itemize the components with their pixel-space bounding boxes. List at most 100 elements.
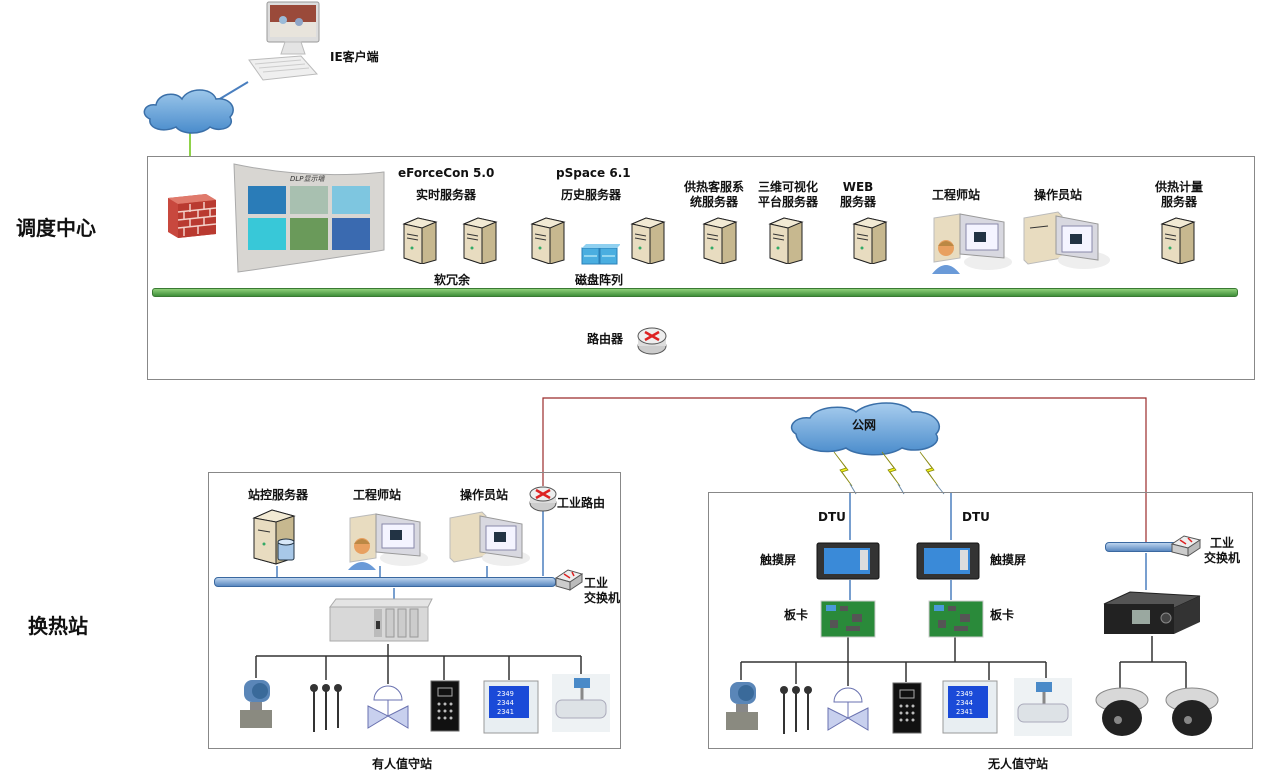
controller-panel bbox=[430, 680, 460, 736]
svg-text:2341: 2341 bbox=[956, 708, 973, 716]
server-tower-icon bbox=[852, 217, 888, 265]
industrial-switch[interactable] bbox=[554, 568, 584, 596]
dome-camera-icon bbox=[1095, 687, 1149, 736]
valve-icon bbox=[367, 685, 409, 729]
control-valve bbox=[826, 686, 870, 736]
label-line: 统服务器 bbox=[690, 195, 739, 209]
label-line: 平台服务器 bbox=[758, 195, 819, 209]
viz-3d-server[interactable] bbox=[766, 216, 806, 268]
switch-icon bbox=[1170, 535, 1202, 557]
operator-station[interactable] bbox=[1022, 208, 1112, 276]
metering-server-label: 供热计量服务器 bbox=[1155, 180, 1203, 210]
disk-array bbox=[580, 244, 621, 270]
hmi-touchscreen-icon bbox=[816, 542, 880, 580]
station-control-server[interactable] bbox=[250, 508, 300, 570]
ie-client-computer bbox=[245, 0, 327, 90]
label-line: 交换机 bbox=[584, 591, 621, 605]
industrial-router-label: 工业路由 bbox=[557, 496, 606, 510]
customer-service-server[interactable] bbox=[700, 216, 740, 268]
engineer-station[interactable] bbox=[930, 208, 1014, 278]
keypad-controller-icon bbox=[892, 682, 922, 734]
unattended-switch-label: 工业交换机 bbox=[1204, 536, 1240, 566]
internet-cloud bbox=[140, 85, 240, 139]
realtime-server-label: 实时服务器 bbox=[416, 188, 477, 202]
nvr-icon bbox=[1103, 591, 1201, 634]
keypad-controller-icon bbox=[430, 680, 460, 732]
server-tower-icon bbox=[630, 217, 666, 265]
label-line: 服务器 bbox=[1161, 195, 1198, 209]
circuit-board-icon bbox=[928, 600, 984, 638]
unattended-industrial-switch[interactable] bbox=[1170, 534, 1202, 562]
web-server[interactable] bbox=[850, 216, 890, 268]
computer-icon bbox=[248, 1, 320, 81]
attended-engineer-station[interactable] bbox=[346, 508, 430, 574]
server-tower-icon bbox=[462, 217, 498, 265]
workstation-icon bbox=[1023, 211, 1110, 269]
ethernet-backbone-bus bbox=[152, 288, 1238, 297]
unattended-ethernet-bus bbox=[1105, 542, 1177, 552]
lightning-bolt-icon bbox=[833, 451, 853, 487]
server-tower-icon bbox=[702, 217, 738, 265]
label-line: 服务器 bbox=[840, 195, 877, 209]
attended-engineer-station-label: 工程师站 bbox=[353, 488, 402, 502]
attended-station-title: 有人值守站 bbox=[372, 757, 433, 771]
history-server-primary[interactable] bbox=[528, 216, 568, 268]
touchscreen-2[interactable] bbox=[916, 542, 980, 584]
attended-operator-station-label: 操作员站 bbox=[460, 488, 509, 502]
label-line: 供热客服系 bbox=[684, 180, 745, 194]
public-network-label: 公网 bbox=[852, 418, 877, 432]
server-tower-icon bbox=[768, 217, 804, 265]
dlp-display-wall: DLP显示墙 bbox=[232, 162, 387, 274]
valve-icon bbox=[827, 687, 869, 731]
unattended-station-panel bbox=[708, 492, 1253, 749]
svg-text:2349: 2349 bbox=[497, 690, 514, 698]
plc-icon bbox=[329, 598, 433, 642]
network-video-recorder[interactable] bbox=[1102, 590, 1202, 642]
plc-controller[interactable] bbox=[328, 597, 434, 647]
dome-camera-icon bbox=[1165, 687, 1219, 736]
metering-server[interactable] bbox=[1158, 216, 1198, 268]
hmi-touchscreen-icon bbox=[916, 542, 980, 580]
router-icon bbox=[529, 486, 557, 512]
section-label-heat-station: 换热站 bbox=[28, 614, 88, 638]
svg-text:2349: 2349 bbox=[956, 690, 973, 698]
cloud-icon bbox=[143, 89, 234, 134]
svg-text:2344: 2344 bbox=[497, 699, 514, 707]
lightning-bolt-icon bbox=[919, 451, 939, 487]
database-server-icon bbox=[252, 509, 296, 565]
dome-camera-2 bbox=[1164, 682, 1220, 742]
firewall bbox=[166, 190, 218, 244]
control-valve bbox=[366, 684, 410, 734]
section-label-dispatch-center: 调度中心 bbox=[16, 216, 96, 240]
realtime-server-primary[interactable] bbox=[400, 216, 440, 268]
router-icon bbox=[637, 327, 667, 355]
disk-array-icon bbox=[581, 244, 621, 265]
board-label-1: 板卡 bbox=[784, 608, 809, 622]
label-line: 工业 bbox=[584, 576, 609, 590]
svg-text:2341: 2341 bbox=[497, 708, 514, 716]
temperature-sensors bbox=[776, 682, 816, 740]
industrial-switch-label: 工业交换机 bbox=[584, 576, 620, 606]
station-ethernet-bus bbox=[214, 577, 556, 587]
disk-array-label: 磁盘阵列 bbox=[575, 273, 624, 287]
operator-station-label: 操作员站 bbox=[1034, 188, 1083, 202]
dtu-label-2: DTU bbox=[962, 510, 990, 524]
attended-operator-station[interactable] bbox=[448, 508, 532, 572]
router[interactable] bbox=[636, 326, 668, 360]
industrial-router[interactable] bbox=[528, 485, 558, 517]
flow-meter-icon bbox=[552, 674, 610, 732]
touchscreen-label-1: 触摸屏 bbox=[760, 553, 797, 567]
controller-panel bbox=[892, 682, 922, 738]
pressure-transmitter-icon bbox=[726, 682, 758, 730]
touchscreen-1[interactable] bbox=[816, 542, 880, 584]
pressure-transmitter bbox=[722, 680, 762, 736]
realtime-server-backup[interactable] bbox=[460, 216, 500, 268]
realtime-server-product: eForceCon 5.0 bbox=[398, 166, 495, 180]
label-line: 工业 bbox=[1210, 536, 1235, 550]
touchscreen-label-2: 触摸屏 bbox=[990, 553, 1027, 567]
history-server-product: pSpace 6.1 bbox=[556, 166, 631, 180]
history-server-secondary[interactable] bbox=[628, 216, 668, 268]
dome-camera-1 bbox=[1094, 682, 1150, 742]
